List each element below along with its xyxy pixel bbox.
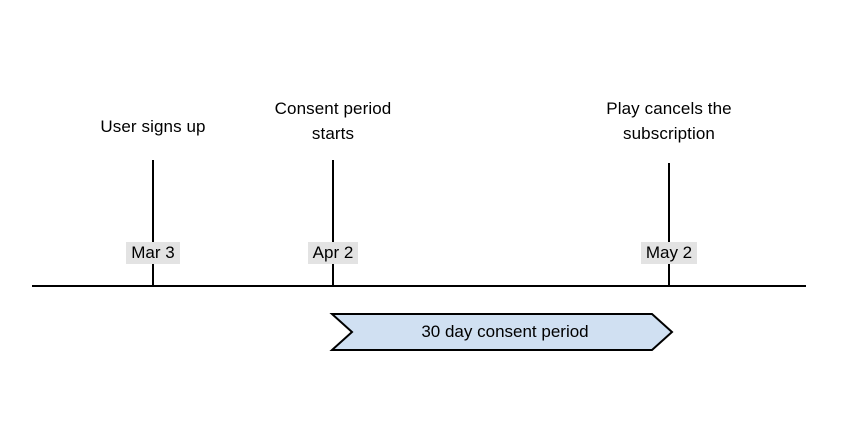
event-title: User signs up <box>100 117 206 136</box>
timeline-axis <box>32 285 806 287</box>
consent-period-banner: 30 day consent period <box>329 313 674 351</box>
event-title: Consent period starts <box>274 99 392 143</box>
chevron-ribbon-polygon <box>329 313 674 351</box>
event-date: Apr 2 <box>203 240 463 265</box>
event-tick-line <box>332 160 334 286</box>
event-tick-line <box>152 160 154 286</box>
event-date: May 2 <box>539 240 799 265</box>
event-title: Play cancels the subscription <box>606 99 732 143</box>
event-date-label: Apr 2 <box>307 242 359 264</box>
event-date: Mar 3 <box>23 240 283 265</box>
event-date-label: May 2 <box>640 242 698 264</box>
event-date-label: Mar 3 <box>126 242 180 264</box>
event-tick-line <box>668 163 670 286</box>
consent-period-banner-shape <box>329 313 674 351</box>
